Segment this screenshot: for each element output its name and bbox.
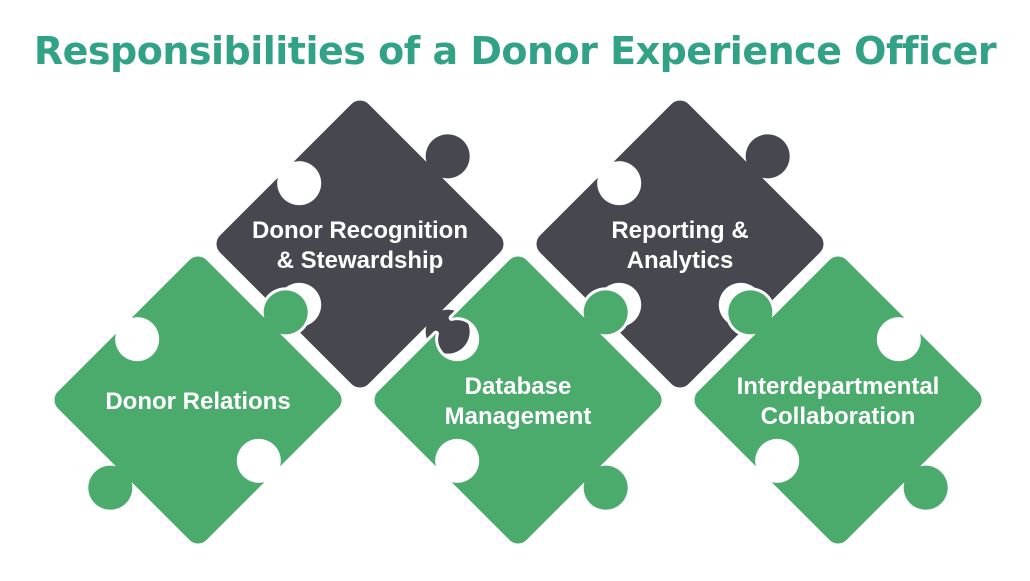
piece-label-reporting-analytics-line1: Reporting & <box>611 217 748 244</box>
puzzle-piece-reporting-analytics <box>533 97 827 391</box>
piece-label-donor-recognition-stewardship-line2: & Stewardship <box>277 247 444 274</box>
piece-label-interdepartmental-collaboration-line1: Interdepartmental <box>737 373 940 400</box>
piece-label-donor-relations: Donor Relations <box>105 388 290 415</box>
piece-label-database-management-line1: Database <box>465 373 572 400</box>
piece-label-database-management-line2: Management <box>445 403 592 430</box>
piece-label-donor-recognition-stewardship-line1: Donor Recognition <box>252 217 468 244</box>
puzzle-piece-database-management <box>371 253 665 547</box>
puzzle-piece-donor-recognition-stewardship <box>213 97 507 391</box>
piece-label-reporting-analytics-line2: Analytics <box>627 247 734 274</box>
puzzle-piece-interdepartmental-collaboration <box>691 253 985 547</box>
page-title: Responsibilities of a Donor Experience O… <box>33 29 997 73</box>
piece-label-interdepartmental-collaboration-line2: Collaboration <box>761 403 916 430</box>
puzzle-piece-donor-relations <box>51 253 345 547</box>
